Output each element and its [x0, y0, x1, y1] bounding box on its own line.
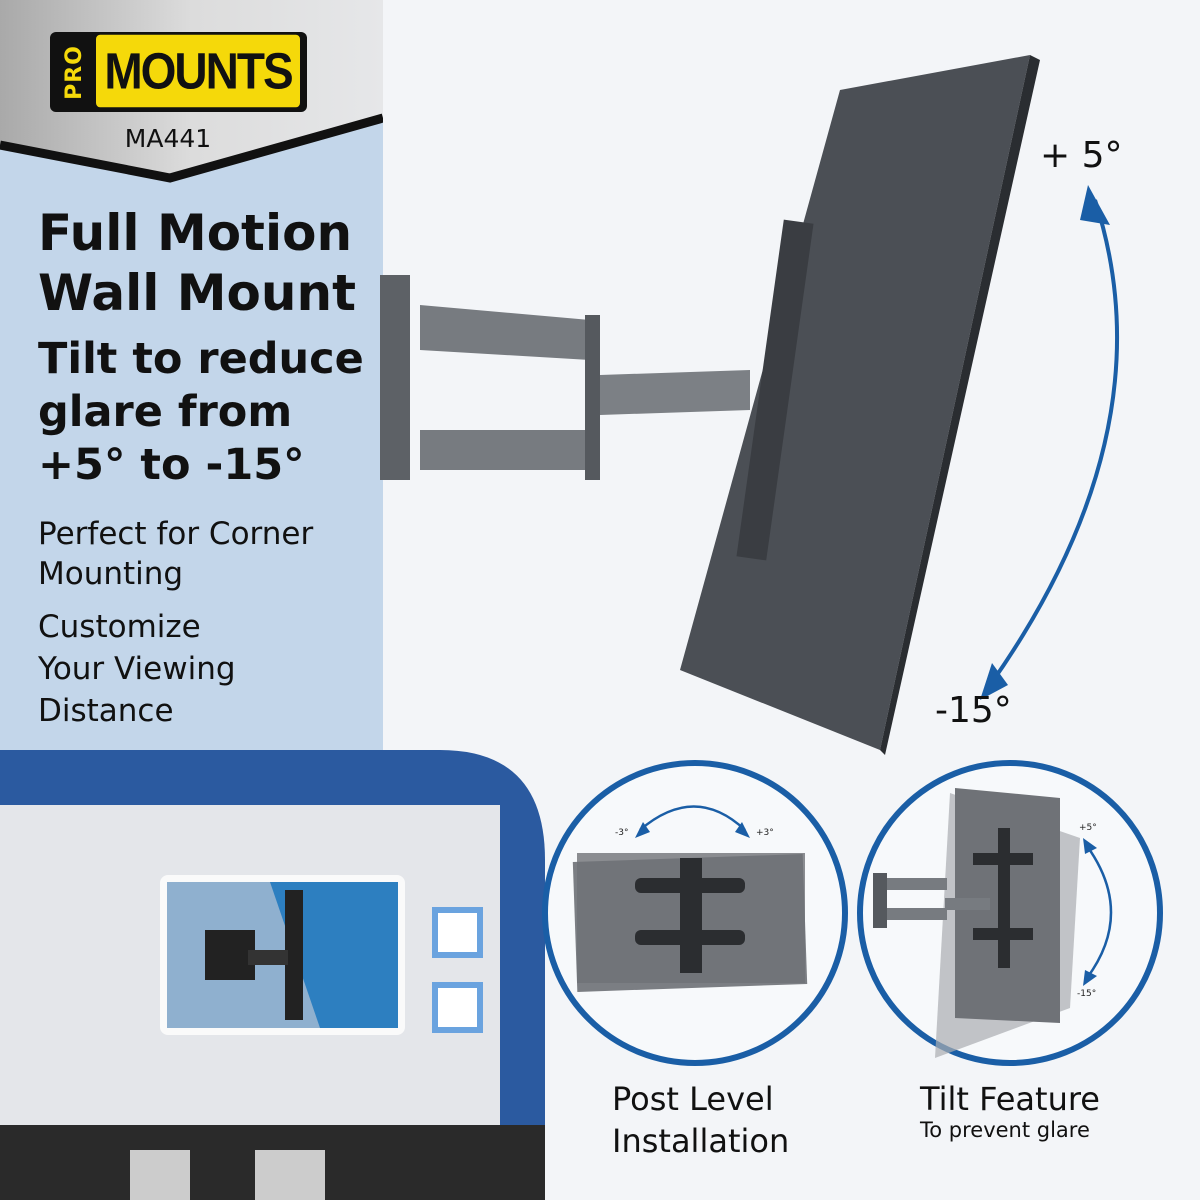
tilt-arrow: [980, 185, 1120, 700]
title-line-2: Wall Mount: [38, 264, 356, 322]
title-line-1: Full Motion: [38, 204, 353, 262]
tv-back: [680, 55, 1030, 750]
upper-arm: [420, 305, 590, 360]
feature-distance-line2: Your Viewing: [38, 651, 236, 687]
feature-distance-line1: Customize: [38, 609, 201, 645]
post-level-inset: -3° +3°: [542, 760, 848, 1066]
right-rotation-label: +3°: [756, 828, 774, 838]
extension-arm: [600, 370, 750, 415]
inset-tilt-down-label: -15°: [1077, 989, 1096, 999]
feature-distance-line3: Distance: [38, 693, 174, 729]
tilt-up-label: + 5°: [1040, 135, 1123, 176]
logo-pro-text: PRO: [61, 44, 87, 100]
logo-mounts-text: MOUNTS: [96, 34, 300, 108]
feature-corner-line1: Perfect for Corner: [38, 516, 314, 552]
left-rotation-label: -3°: [615, 828, 628, 838]
tv-mount-illustration: [380, 55, 1120, 755]
lower-arm: [420, 430, 590, 470]
model-number: MA441: [124, 124, 212, 153]
subtitle-line-1: Tilt to reduce: [38, 334, 364, 384]
tilt-feature-inset: +5° -15°: [857, 760, 1163, 1066]
inset-tilt-up-label: +5°: [1079, 823, 1097, 833]
subtitle-line-2: glare from: [38, 387, 293, 437]
post-level-title-2: Installation: [612, 1122, 790, 1160]
post-level-title-1: Post Level: [612, 1080, 774, 1118]
pro-mounts-logo: PRO MOUNTS: [50, 32, 307, 112]
subtitle-line-3: +5° to -15°: [38, 440, 305, 490]
feature-corner-line2: Mounting: [38, 556, 184, 592]
room-photo: [0, 750, 545, 1200]
wall-plate: [380, 275, 410, 480]
tilt-feature-subtitle: To prevent glare: [920, 1118, 1090, 1142]
tilt-down-label: -15°: [935, 690, 1012, 731]
tilt-feature-title: Tilt Feature: [920, 1080, 1100, 1118]
